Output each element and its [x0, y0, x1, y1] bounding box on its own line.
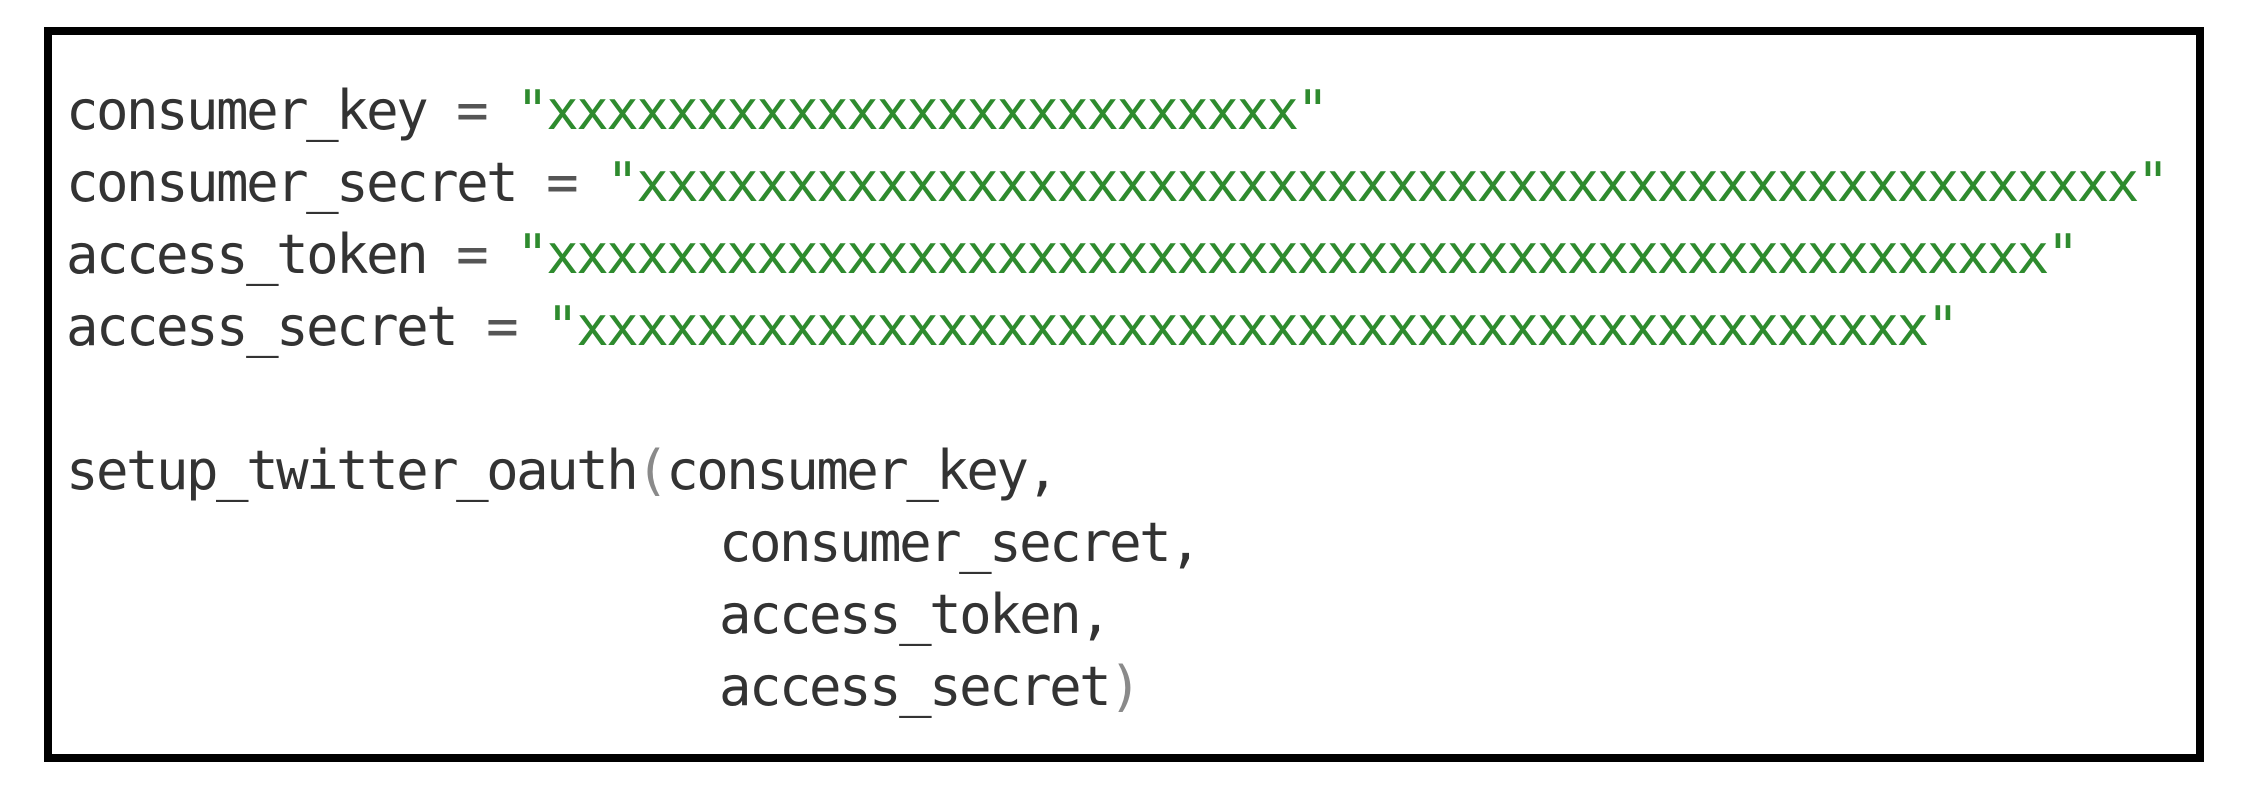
assignment-operator: =: [426, 79, 517, 142]
function-name: setup_twitter_oauth: [66, 439, 639, 502]
code-line-access-token: access_token = "xxxxxxxxxxxxxxxxxxxxxxxx…: [66, 219, 2167, 291]
code-line-consumer-key: consumer_key = "xxxxxxxxxxxxxxxxxxxxxxxx…: [66, 75, 2167, 147]
open-paren: (: [636, 439, 669, 502]
code-snippet-frame: consumer_key = "xxxxxxxxxxxxxxxxxxxxxxxx…: [44, 27, 2204, 762]
blank-line: [66, 363, 2167, 435]
argument: consumer_secret,: [719, 511, 1202, 574]
code-block: consumer_key = "xxxxxxxxxxxxxxxxxxxxxxxx…: [66, 75, 2169, 723]
code-line-argument: access_secret): [66, 651, 2167, 723]
variable-name: access_secret: [66, 295, 459, 358]
code-line-consumer-secret: consumer_secret = "xxxxxxxxxxxxxxxxxxxxx…: [66, 147, 2169, 219]
code-line-argument: consumer_secret,: [66, 507, 2167, 579]
variable-name: consumer_key: [66, 79, 429, 142]
string-value: "xxxxxxxxxxxxxxxxxxxxxxxxxxxxxxxxxxxxxxx…: [516, 223, 2079, 286]
close-paren: ): [1109, 655, 1142, 718]
string-value: "xxxxxxxxxxxxxxxxxxxxxxxxx": [516, 79, 1329, 142]
string-value: "xxxxxxxxxxxxxxxxxxxxxxxxxxxxxxxxxxxxxxx…: [546, 295, 1959, 358]
code-line-argument: access_token,: [66, 579, 2167, 651]
variable-name: consumer_secret: [66, 151, 519, 214]
variable-name: access_token: [66, 223, 429, 286]
argument: access_secret: [719, 655, 1112, 718]
assignment-operator: =: [456, 295, 547, 358]
argument: consumer_key,: [666, 439, 1059, 502]
code-line-access-secret: access_secret = "xxxxxxxxxxxxxxxxxxxxxxx…: [66, 291, 2167, 363]
argument: access_token,: [719, 583, 1112, 646]
assignment-operator: =: [426, 223, 517, 286]
string-value: "xxxxxxxxxxxxxxxxxxxxxxxxxxxxxxxxxxxxxxx…: [606, 151, 2169, 214]
assignment-operator: =: [516, 151, 607, 214]
code-line-function-call: setup_twitter_oauth(consumer_key,: [66, 435, 2167, 507]
